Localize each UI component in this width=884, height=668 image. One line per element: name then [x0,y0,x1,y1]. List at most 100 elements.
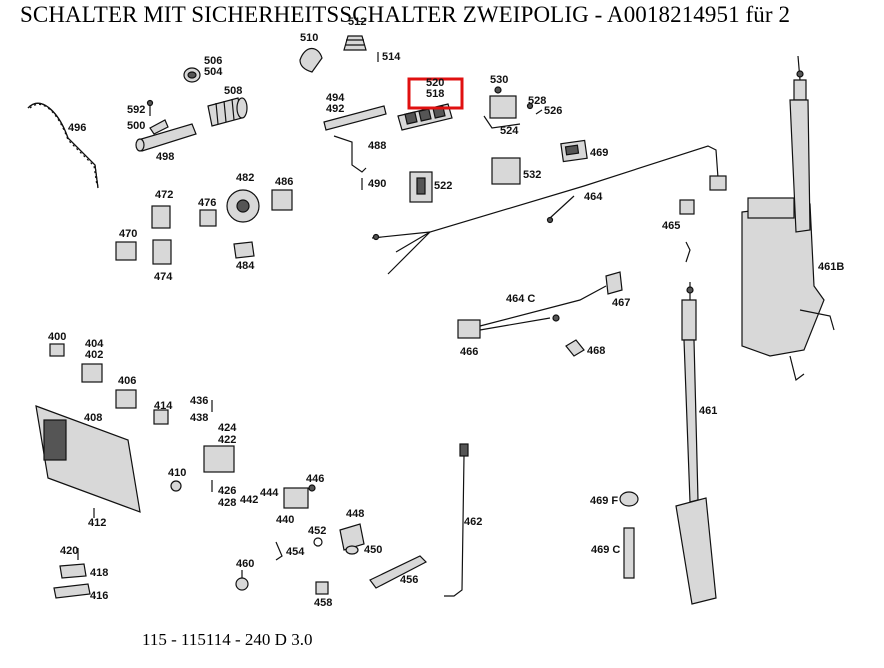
part-469-switch [560,139,588,163]
part-antenna-mast-upper [789,55,811,233]
part-410-nut [170,480,182,492]
label-512: 512 [348,16,366,28]
label-524: 524 [500,125,519,137]
label-492: 492 [326,103,344,115]
part-416-base [53,583,91,599]
part-456-connector [369,555,428,589]
part-464c-cable [457,271,623,339]
part-508-bellow [207,97,248,127]
part-440-switch [283,487,309,509]
label-452: 452 [308,525,326,537]
label-467: 467 [612,297,630,309]
part-448-holder [339,523,365,555]
diagram-footer: 115 - 115114 - 240 D 3.0 [142,630,313,649]
label-436: 436 [190,395,208,407]
label-486: 486 [275,176,293,188]
part-469c-tube [623,527,635,579]
label-530: 530 [490,74,508,86]
part-484-clip [233,241,255,259]
label-424: 424 [218,422,237,434]
label-418: 418 [90,567,108,579]
part-486-socket [271,189,293,211]
label-508: 508 [224,85,242,97]
label-462: 462 [464,516,482,528]
part-458-clip [315,581,329,595]
part-469f-grommet [619,491,639,507]
label-518: 518 [426,88,444,100]
part-476-socket [199,209,217,227]
label-500: 500 [127,120,145,132]
label-464: 464 [584,191,603,203]
label-414: 414 [154,400,173,412]
label-410: 410 [168,467,186,479]
label-472: 472 [155,189,173,201]
part-461b-antenna-motor [741,197,835,382]
label-450: 450 [364,544,382,556]
part-464-harness [371,145,727,275]
label-402: 402 [85,349,103,361]
label-416: 416 [90,590,108,602]
label-469c: 469 C [591,544,620,556]
label-400: 400 [48,331,66,343]
label-476: 476 [198,197,216,209]
label-458: 458 [314,597,332,609]
part-468-grommet [565,339,585,357]
part-461-mast [675,282,717,605]
part-406-socket [115,389,137,409]
label-520: 520 [426,77,444,89]
label-412: 412 [88,517,106,529]
label-420: 420 [60,545,78,557]
label-422: 422 [218,434,236,446]
label-426: 426 [218,485,236,497]
label-532: 532 [523,169,541,181]
part-528-nut [526,102,534,110]
label-510: 510 [300,32,318,44]
part-400-clip [49,343,65,357]
part-526-screw [535,109,543,115]
label-461: 461 [699,405,717,417]
part-462-cable [444,443,469,597]
label-454: 454 [286,546,305,558]
part-498-pipe [135,123,197,152]
label-528: 528 [528,95,546,107]
label-482: 482 [236,172,254,184]
part-402-socket [81,363,103,383]
label-470: 470 [119,228,137,240]
part-506-grommet [183,67,201,83]
label-444: 444 [260,487,279,499]
part-524-relay [483,95,521,129]
part-472-relay [151,205,171,229]
label-406: 406 [118,375,136,387]
part-452-ring [313,537,323,547]
label-490: 490 [368,178,386,190]
part-465-clip [685,241,691,263]
page-title: SCHALTER MIT SICHERHEITSSCHALTER ZWEIPOL… [20,2,791,27]
label-456: 456 [400,574,418,586]
label-404: 404 [85,338,104,350]
label-469f: 469 F [590,495,618,507]
label-522: 522 [434,180,452,192]
part-454-clip [275,541,283,561]
part-510-elbow [299,47,323,73]
label-488: 488 [368,140,386,152]
part-482-motor [226,189,260,223]
part-474-relay [152,239,172,265]
label-464c: 464 C [506,293,535,305]
part-530-nut [494,86,502,94]
label-428: 428 [218,497,236,509]
label-592: 592 [127,104,145,116]
label-504: 504 [204,66,223,78]
label-408: 408 [84,412,102,424]
label-465: 465 [662,220,680,232]
label-496: 496 [68,122,86,134]
part-408-panel [35,405,141,513]
part-532-relay [491,157,521,185]
part-460-lamp [235,570,249,591]
part-470-relay [115,241,137,261]
part-496-hose [27,102,99,189]
label-440: 440 [276,514,294,526]
label-442: 442 [240,494,258,506]
part-494-rod [323,105,387,131]
